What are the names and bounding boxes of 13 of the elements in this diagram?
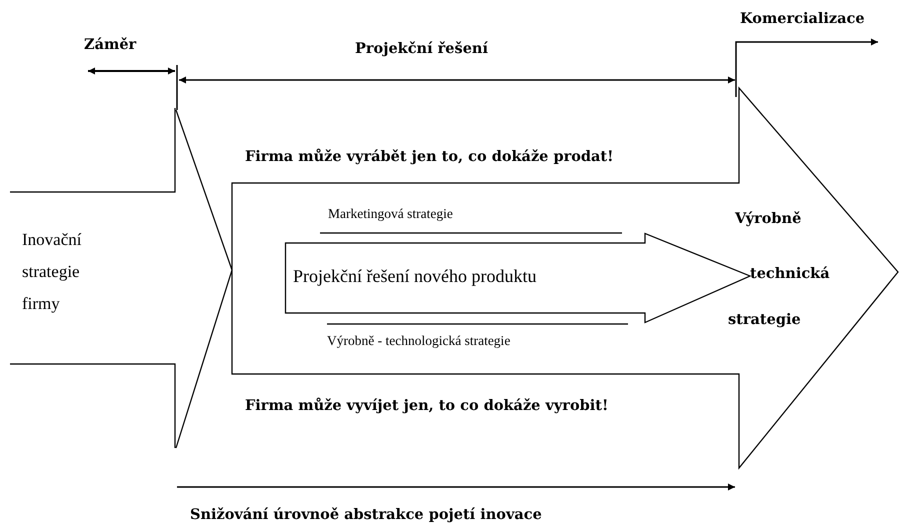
strategy-label: technická [750, 265, 830, 282]
strategy-label: Inovační strategie firmy [22, 229, 82, 315]
strategy-label: Marketingová strategie [328, 206, 453, 222]
principle-text: Firma může vyrábět jen to, co dokáže prodat! [245, 148, 614, 166]
stage-label: Záměr [84, 36, 136, 54]
principle-text: Firma může vyvíjet jen, to co dokáže vyrobit! [245, 397, 608, 414]
stage-label: Projekční řešení [355, 40, 488, 58]
strategy-label: strategie [728, 311, 801, 328]
axis-label: Snižování úrovnoě abstrakce pojetí inovace [190, 506, 542, 524]
stage-label: Komercializace [740, 10, 865, 28]
strategy-label: Výrobně [735, 210, 802, 228]
process-label: Projekční řešení nového produktu [293, 266, 536, 288]
strategy-label: Výrobně - technologická strategie [327, 333, 510, 350]
